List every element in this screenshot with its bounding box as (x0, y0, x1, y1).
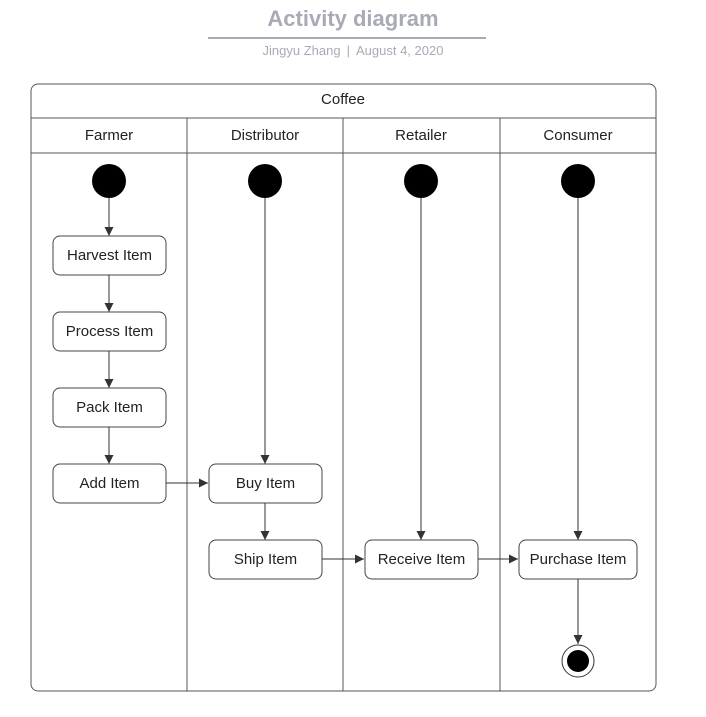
start-node-farmer (92, 164, 126, 198)
activity-box (52, 311, 167, 352)
title-underline (208, 37, 486, 39)
activity-add-item[interactable]: Add Item (52, 463, 167, 504)
activity-box (208, 539, 323, 580)
activity-buy-item[interactable]: Buy Item (208, 463, 323, 504)
activity-label: Pack Item (76, 399, 143, 416)
activity-label: Process Item (66, 323, 154, 340)
subtitle-separator: | (346, 43, 350, 58)
lane-label-consumer: Consumer (543, 127, 612, 144)
pool-title: Coffee (321, 91, 365, 108)
activity-label: Receive Item (378, 551, 466, 568)
activity-box (518, 539, 638, 580)
activity-box (52, 235, 167, 276)
activity-label: Buy Item (236, 475, 295, 492)
author-name: Jingyu Zhang (262, 43, 341, 58)
activity-receive-item[interactable]: Receive Item (364, 539, 479, 580)
activity-harvest-item[interactable]: Harvest Item (52, 235, 167, 276)
activity-box (52, 387, 167, 428)
diagram-date: August 4, 2020 (355, 43, 444, 58)
activity-purchase-item[interactable]: Purchase Item (518, 539, 638, 580)
diagram-subtitle: Jingyu Zhang | August 4, 2020 (0, 43, 706, 58)
start-node-distributor (248, 164, 282, 198)
activity-box (364, 539, 479, 580)
lane-label-farmer: Farmer (85, 127, 133, 144)
activity-process-item[interactable]: Process Item (52, 311, 167, 352)
activity-ship-item[interactable]: Ship Item (208, 539, 323, 580)
activity-box (52, 463, 167, 504)
activity-box (208, 463, 323, 504)
lane-label-distributor: Distributor (231, 127, 299, 144)
activity-label: Harvest Item (67, 247, 152, 264)
activity-label: Purchase Item (530, 551, 627, 568)
start-node-consumer (561, 164, 595, 198)
lane-label-retailer: Retailer (395, 127, 447, 144)
end-node (561, 644, 595, 678)
activity-pack-item[interactable]: Pack Item (52, 387, 167, 428)
end-node-core (567, 650, 589, 672)
activity-label: Ship Item (234, 551, 297, 568)
activity-label: Add Item (79, 475, 139, 492)
start-node-retailer (404, 164, 438, 198)
diagram-title: Activity diagram (267, 6, 439, 31)
